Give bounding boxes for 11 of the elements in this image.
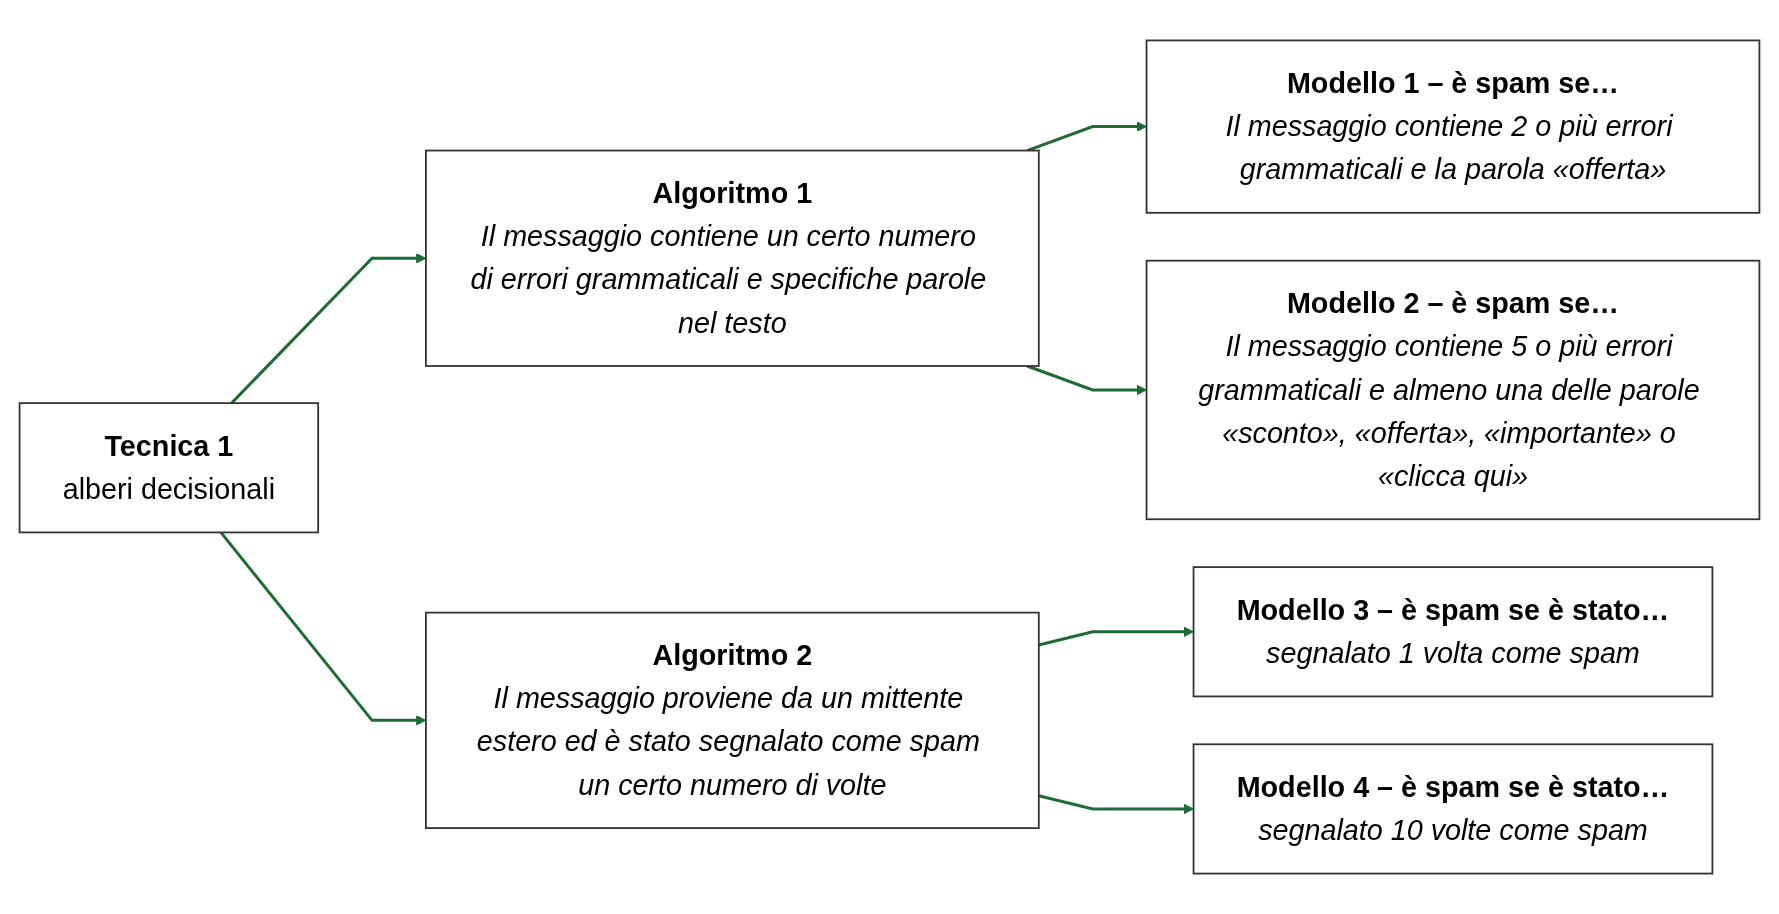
arrow — [1026, 364, 1147, 396]
node-box: Modello 4 – è spam se è stato… segnalato 10 volte come spam — [1192, 743, 1714, 875]
arrow — [1038, 794, 1194, 815]
node-box: Modello 1 – è spam se… Il messaggio contiene 2 o più errori grammaticali e la parola «offerta» — [1145, 39, 1761, 214]
node-box: Algoritmo 1 Il messaggio contiene un certo numero di errori grammaticali e specifiche parole nel testo — [425, 149, 1040, 367]
node-box: Tecnica 1 alberi decisionali — [18, 402, 320, 534]
node-box: Modello 3 – è spam se è stato… segnalato 1 volta come spam — [1192, 566, 1714, 698]
node-box: Modello 2 – è spam se… Il messaggio contiene 5 o più errori grammaticali e almeno una delle parole «sconto», «offerta», «importante» o «clicca qui» — [1145, 259, 1761, 521]
node-box: Algoritmo 2 Il messaggio proviene da un mittente estero ed è stato segnalato come spam un certo numero di volte — [425, 611, 1040, 829]
arrow — [1038, 626, 1194, 647]
arrow — [1026, 121, 1147, 152]
